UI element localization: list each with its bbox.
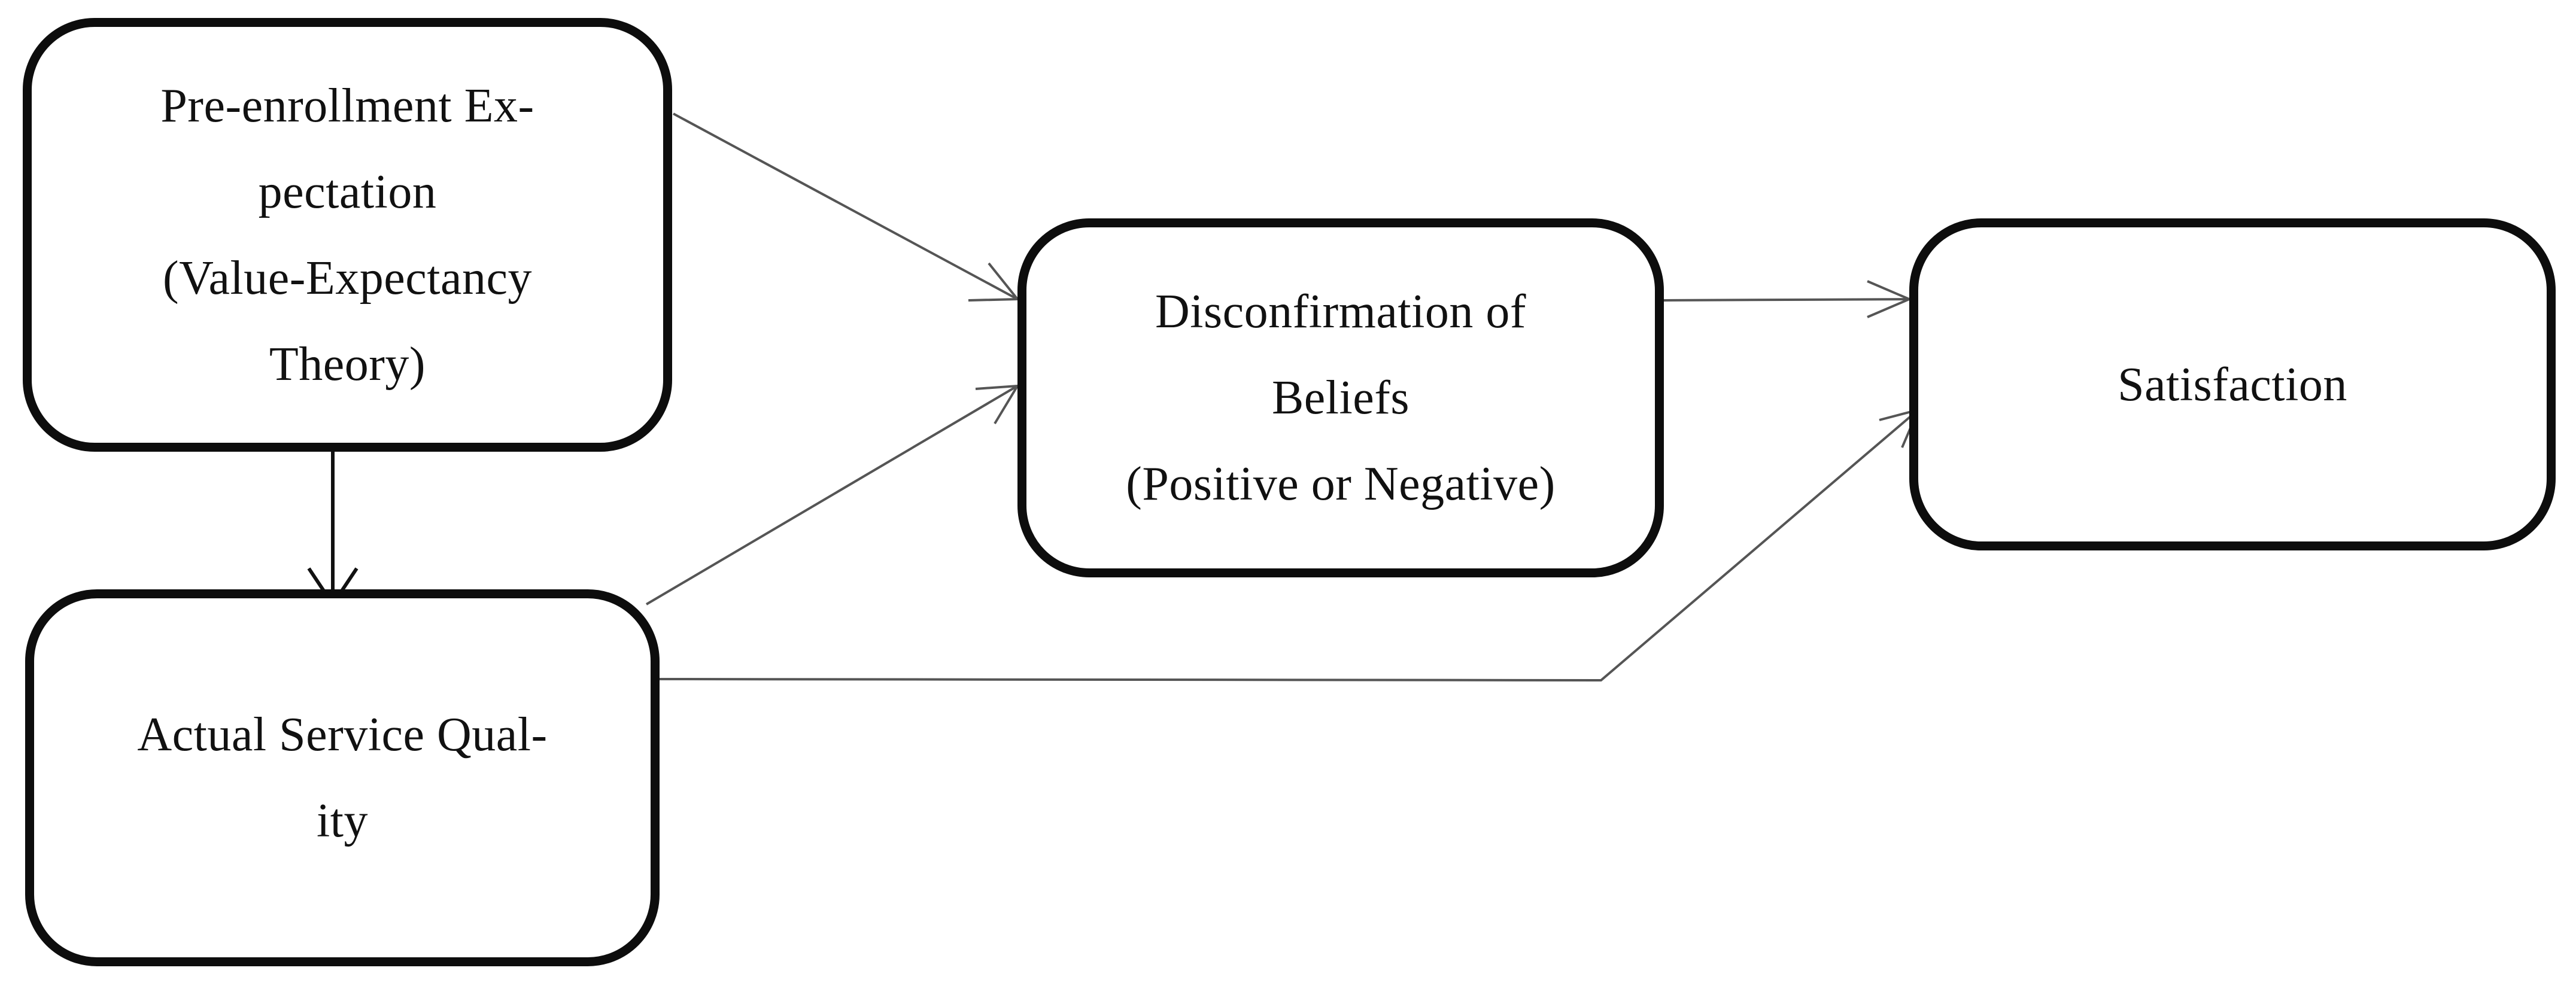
node-label: Disconfirmation of Beliefs (Positive or … <box>1126 269 1555 527</box>
node-disconfirmation-of-beliefs: Disconfirmation of Beliefs (Positive or … <box>1017 218 1664 577</box>
label-line: ity <box>317 795 368 847</box>
edge-disconfirmation-to-satisfaction <box>1663 280 1913 318</box>
label-line: Theory) <box>269 337 426 391</box>
label-line: Satisfaction <box>2118 358 2347 411</box>
edge-pre-to-disconfirmation <box>673 112 1020 302</box>
node-label: Satisfaction <box>2118 342 2347 428</box>
label-line: pectation <box>258 165 437 218</box>
edge-actual-service-to-disconfirmation <box>645 384 1020 605</box>
node-satisfaction: Satisfaction <box>1909 218 2556 550</box>
node-label: Actual Service Qual- ity <box>137 692 547 864</box>
edge-pre-to-actual-service <box>307 452 359 608</box>
label-line: Disconfirmation of <box>1155 285 1526 338</box>
node-actual-service-quality: Actual Service Qual- ity <box>25 589 660 966</box>
node-pre-enrollment-expectation: Pre-enrollment Ex- pectation (Value-Expe… <box>23 18 672 452</box>
label-line: Pre-enrollment Ex- <box>160 79 534 132</box>
node-label: Pre-enrollment Ex- pectation (Value-Expe… <box>160 63 534 407</box>
label-line: (Positive or Negative) <box>1126 458 1556 510</box>
label-line: Beliefs <box>1271 372 1410 424</box>
label-line: Actual Service Qual- <box>137 708 548 761</box>
label-line: (Value-Expectancy <box>162 251 533 305</box>
